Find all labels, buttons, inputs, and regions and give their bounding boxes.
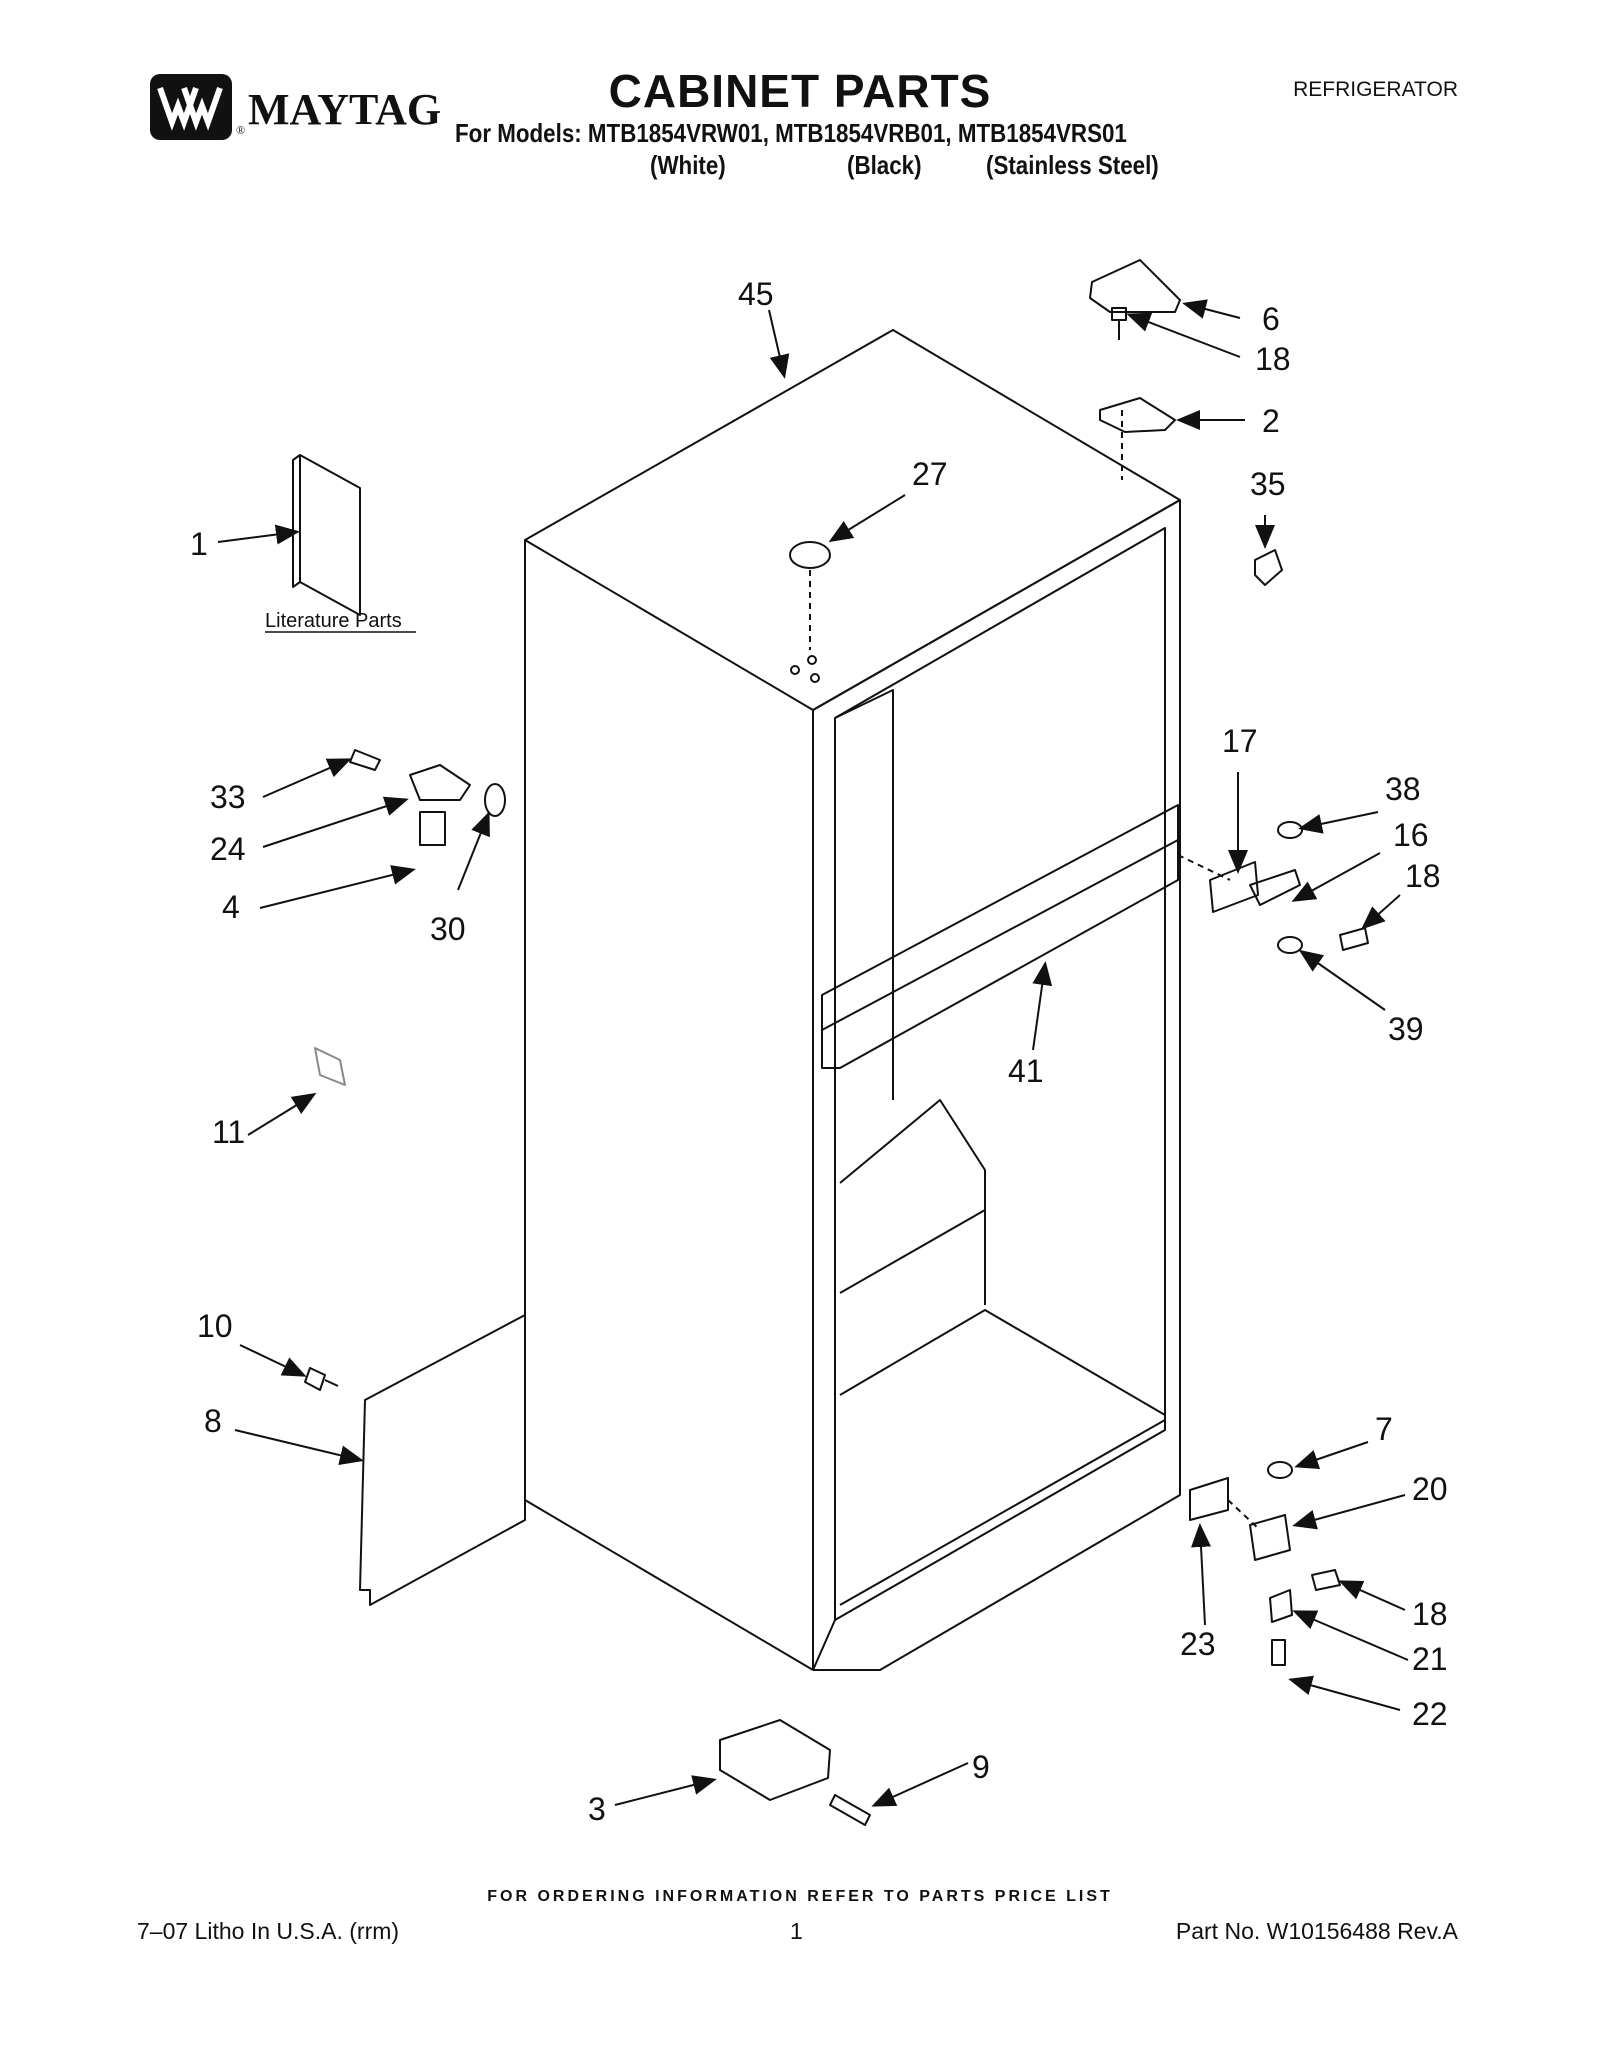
- screw-icon: [1111, 307, 1127, 340]
- toe-grille-icon: [359, 1314, 526, 1606]
- part-number: Part No. W10156488 Rev.A: [1175, 1918, 1458, 1944]
- brand-wordmark: MAYTAG: [248, 85, 441, 134]
- litho-note: 7–07 Litho In U.S.A. (rrm): [137, 1918, 400, 1944]
- callout-7: 7: [1375, 1411, 1393, 1447]
- hinge-cover-icon: [1089, 259, 1181, 313]
- callout-20: 20: [1412, 1471, 1448, 1507]
- callout-38: 38: [1385, 771, 1421, 807]
- washer-icon: [1277, 821, 1303, 839]
- callout-8: 8: [204, 1403, 222, 1439]
- door-stop-icon: [1254, 549, 1283, 586]
- plug-icon: [789, 541, 831, 569]
- bushing-icon: [419, 811, 446, 846]
- page-number: 1: [790, 1918, 803, 1944]
- callout-10: 10: [197, 1308, 233, 1344]
- screw-icon: [1271, 1639, 1286, 1666]
- callout-3: 3: [588, 1791, 606, 1827]
- svg-text:®: ®: [236, 123, 245, 137]
- callout-23: 23: [1180, 1626, 1216, 1662]
- callout-2: 2: [1262, 403, 1280, 439]
- divider-bar: [821, 804, 1179, 1069]
- hinge-pin-icon: [409, 764, 471, 801]
- callout-9: 9: [972, 1749, 990, 1785]
- callout-45: 45: [738, 276, 774, 312]
- callout-33: 33: [210, 779, 246, 815]
- spring-icon: [829, 1794, 871, 1826]
- callout-22: 22: [1412, 1696, 1448, 1732]
- top-hinge-icon: [1099, 397, 1176, 433]
- callout-18-low: 18: [1412, 1596, 1448, 1632]
- models-line: For Models: MTB1854VRW01, MTB1854VRB01, …: [455, 118, 1127, 148]
- clip-icon: [314, 1047, 346, 1086]
- page-title: CABINET PARTS: [608, 65, 992, 117]
- callout-1: 1: [190, 526, 208, 562]
- callout-17: 17: [1222, 723, 1258, 759]
- literature-parts-label: Literature Parts: [265, 610, 402, 632]
- washer-icon: [484, 783, 506, 817]
- callout-18-top: 18: [1255, 341, 1291, 377]
- hinge-pin-icon: [1269, 1589, 1293, 1623]
- callout-27: 27: [912, 456, 948, 492]
- literature-booklet-icon: [292, 454, 361, 616]
- leveler-icon: [719, 1719, 831, 1801]
- bottom-hinge-icon: [1249, 1514, 1291, 1561]
- callout-11: 11: [212, 1114, 245, 1150]
- cabinet-body: [524, 329, 1181, 1671]
- variant-white: (White): [650, 150, 726, 180]
- washer-icon: [1267, 1461, 1293, 1479]
- maytag-logo: ® MAYTAG: [150, 70, 450, 150]
- callout-35: 35: [1250, 466, 1286, 502]
- screw-icon: [349, 749, 381, 771]
- screw-icon: [304, 1367, 339, 1391]
- screw-icon: [1339, 927, 1369, 951]
- variant-stainless: (Stainless Steel): [986, 150, 1159, 180]
- callout-30: 30: [430, 911, 466, 947]
- variant-black: (Black): [847, 150, 922, 180]
- screw-icon: [1311, 1569, 1341, 1591]
- callout-39: 39: [1388, 1011, 1424, 1047]
- callout-41: 41: [1008, 1053, 1044, 1089]
- callout-4: 4: [222, 889, 240, 925]
- callout-24: 24: [210, 831, 246, 867]
- category-label: REFRIGERATOR: [1293, 78, 1458, 101]
- callout-18-mid: 18: [1405, 858, 1441, 894]
- callout-16: 16: [1393, 817, 1429, 853]
- shim-icon: [1189, 1477, 1229, 1521]
- washer-icon: [1277, 936, 1303, 954]
- callout-6: 6: [1262, 301, 1280, 337]
- callout-21: 21: [1412, 1641, 1448, 1677]
- ordering-note: FOR ORDERING INFORMATION REFER TO PARTS …: [487, 1888, 1113, 1905]
